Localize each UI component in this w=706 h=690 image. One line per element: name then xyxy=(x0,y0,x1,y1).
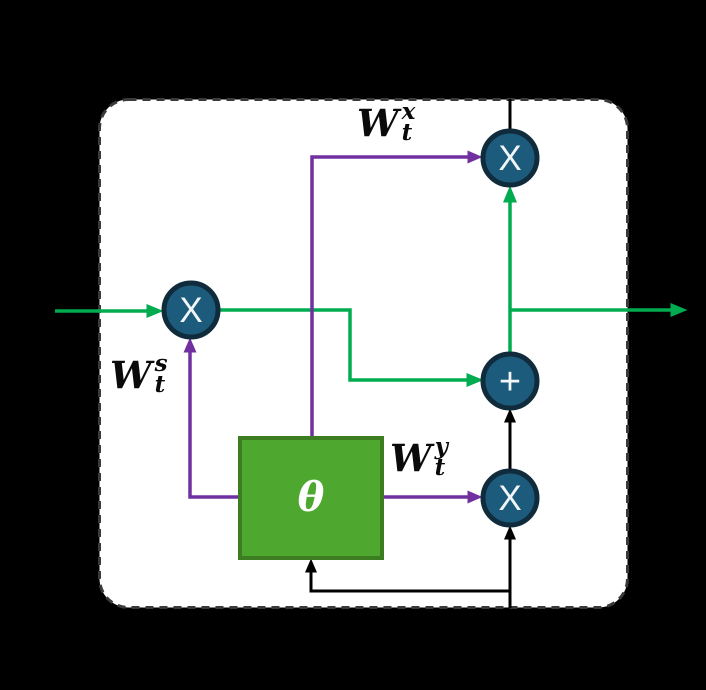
theta-box xyxy=(238,436,384,560)
weight-x-subscript: t xyxy=(401,119,413,147)
sum-node: + xyxy=(480,351,540,411)
weight-s-line xyxy=(183,337,240,499)
sum-symbol: + xyxy=(499,361,521,403)
weight-y-superscript: y xyxy=(434,433,448,460)
weight-s-superscript: s xyxy=(154,350,168,377)
state-multiply-circle xyxy=(161,280,221,340)
state-multiply-symbol: X xyxy=(179,291,202,330)
sum-circle xyxy=(480,351,540,411)
output-multiply-symbol: X xyxy=(498,479,521,518)
top-multiply-node: X xyxy=(480,128,540,188)
weight-y-base: W xyxy=(390,436,432,480)
weight-x-line xyxy=(310,150,483,440)
weight-x-base: W xyxy=(357,101,399,145)
weight-y-subscript: t xyxy=(434,454,446,482)
state-multiply-node: X xyxy=(161,280,221,340)
top-multiply-symbol: X xyxy=(498,139,521,178)
theta-box-symbol: θ xyxy=(298,474,325,521)
weight-y-label: W y t xyxy=(390,435,448,482)
weight-s-base: W xyxy=(110,353,152,397)
bottom-input-to-theta-line xyxy=(305,558,510,593)
weight-x-label: W x t xyxy=(357,100,415,147)
weight-s-label: W s t xyxy=(110,352,168,399)
output-multiply-circle xyxy=(480,468,540,528)
output-multiply-node: X xyxy=(480,468,540,528)
top-multiply-circle xyxy=(480,128,540,188)
state-to-sum-line xyxy=(219,308,484,387)
weight-x-superscript: x xyxy=(401,98,416,125)
weight-s-subscript: t xyxy=(154,371,166,399)
